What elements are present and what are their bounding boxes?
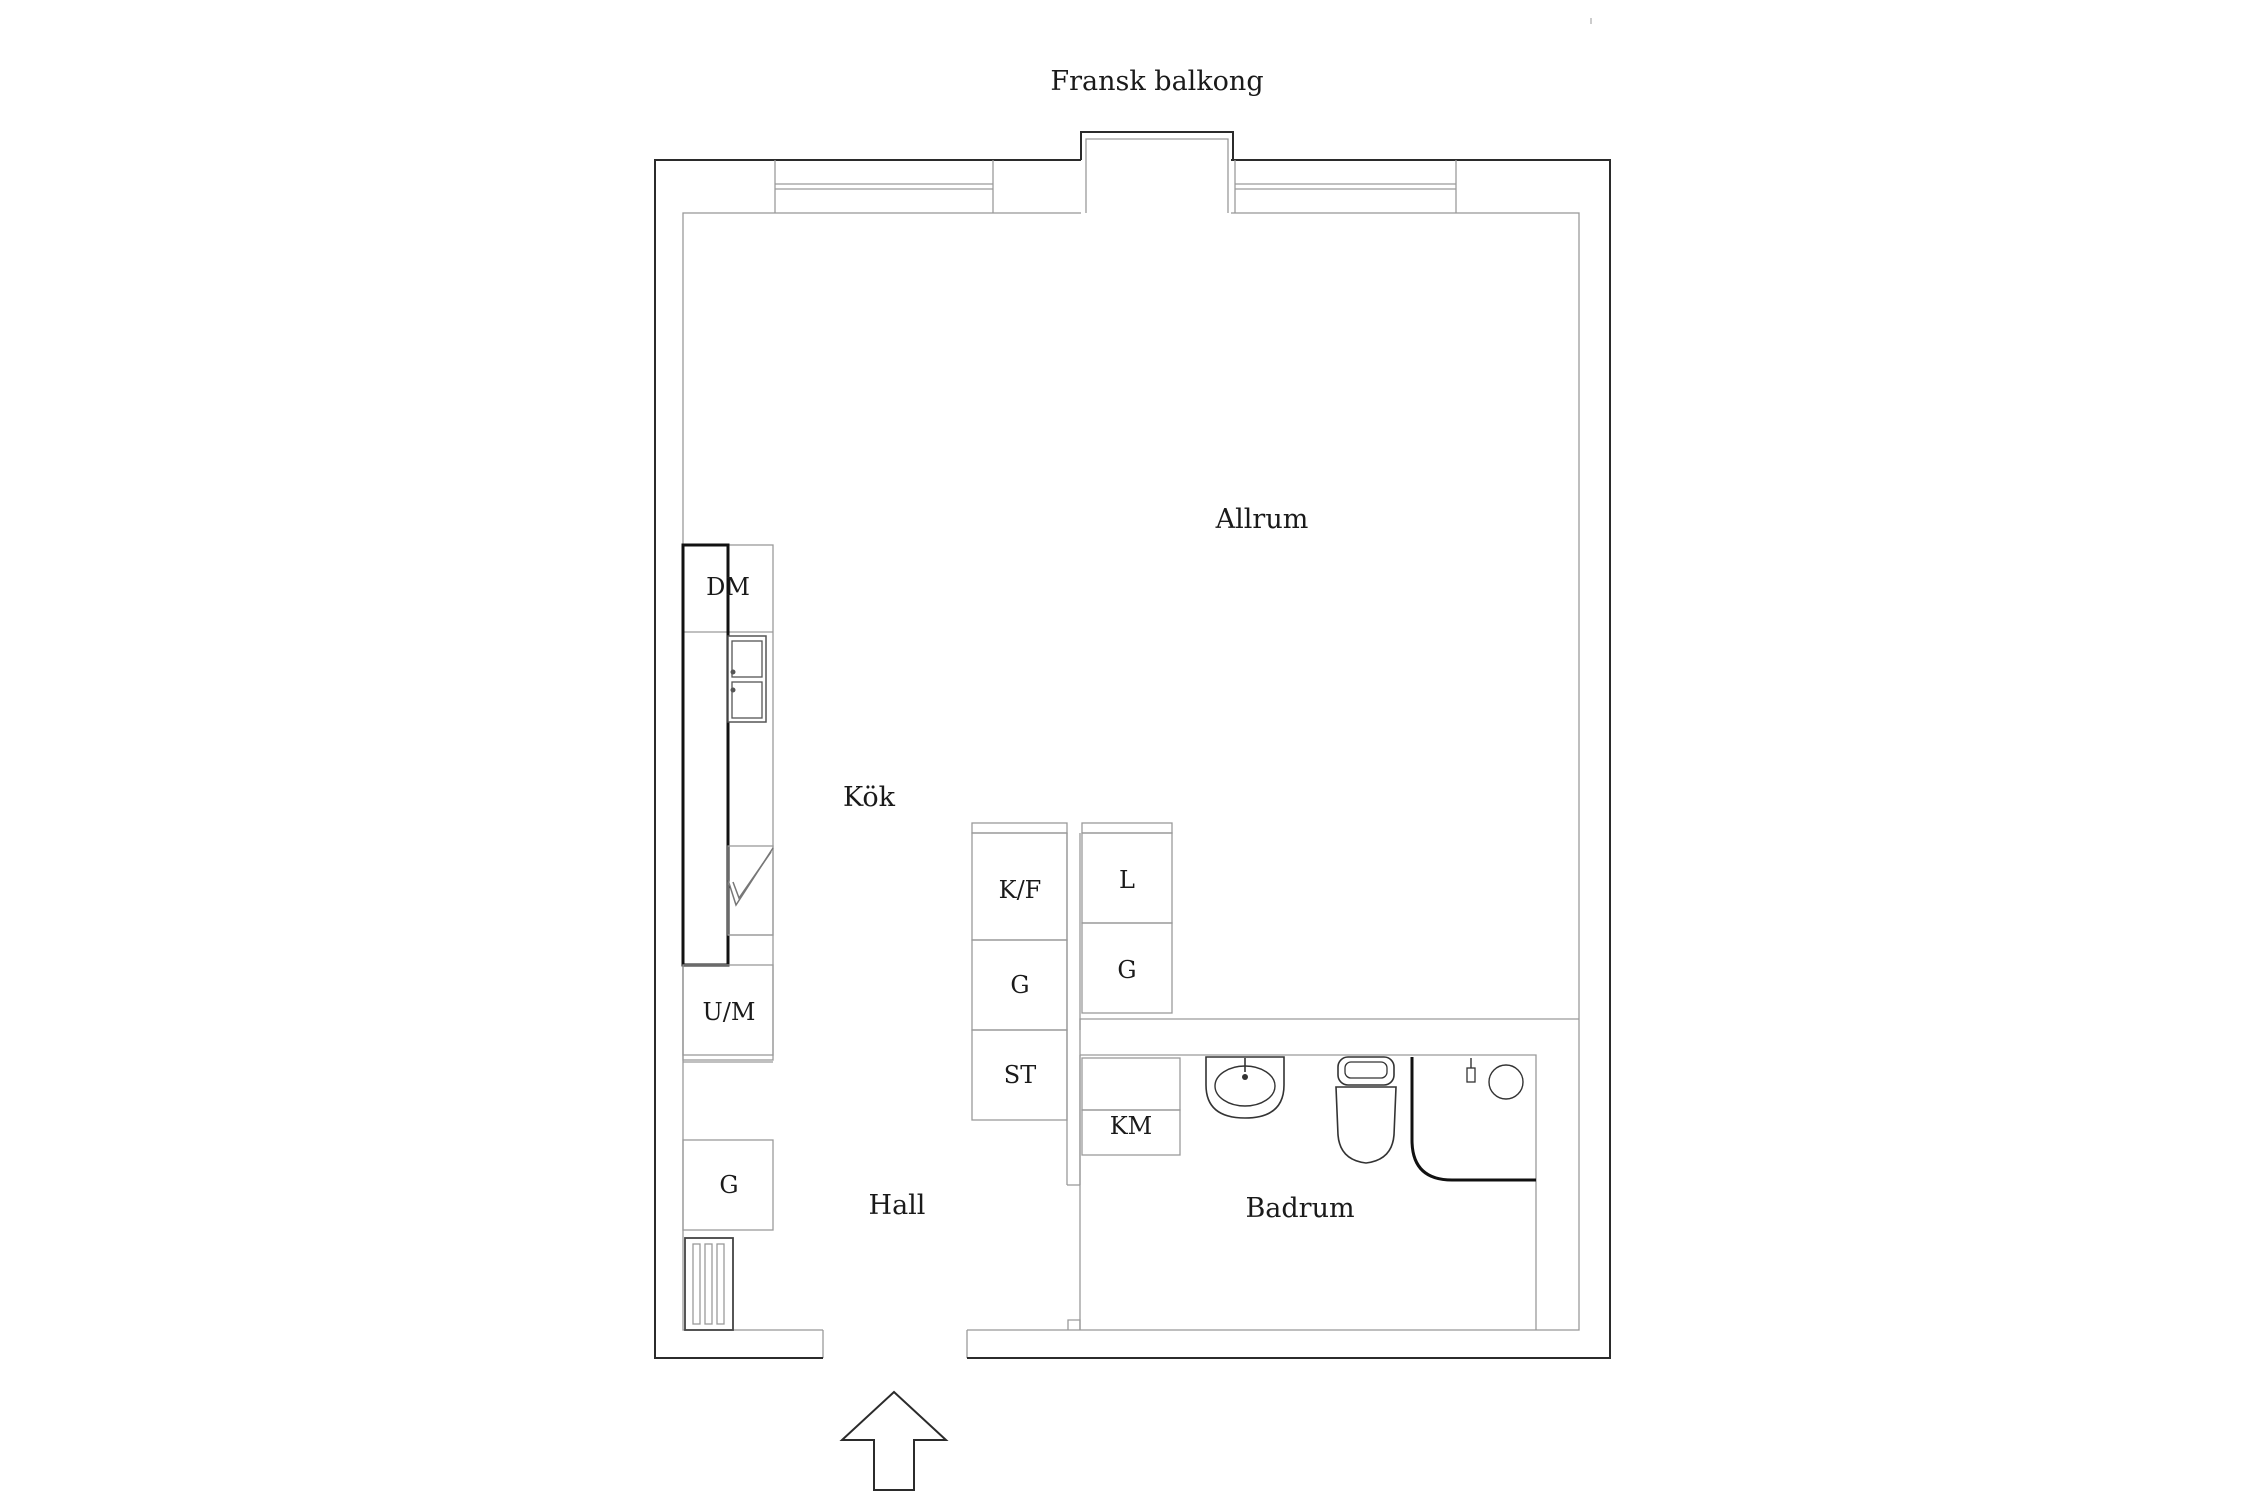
hall-wardrobe-label: G	[719, 1171, 738, 1199]
shower-icon	[1410, 1057, 1536, 1182]
window-left	[774, 160, 994, 213]
fridge-freezer-label: K/F	[999, 876, 1042, 904]
right-wardrobes	[1081, 822, 1173, 1014]
entrance-door	[655, 1325, 1610, 1361]
kitchen-counter	[681, 543, 774, 1061]
outer-walls	[654, 159, 1611, 1359]
storage-label: ST	[1004, 1061, 1036, 1089]
french-balcony	[1080, 131, 1234, 216]
linen-label: L	[1119, 866, 1135, 894]
toilet-icon	[1335, 1056, 1397, 1164]
dishwasher-label: DM	[706, 573, 750, 601]
wardrobe-mid-label: G	[1010, 971, 1029, 999]
wardrobe-right-label: G	[1117, 956, 1136, 984]
living-room-label: Allrum	[1215, 504, 1309, 535]
kitchen-sink-icon	[727, 635, 767, 723]
oven-cabinet	[682, 964, 774, 1063]
kitchen-label: Kök	[843, 782, 896, 813]
stove-icon	[727, 845, 774, 936]
bathroom-walls	[1067, 1018, 1579, 1330]
washing-machine	[1081, 1057, 1181, 1156]
hall-label: Hall	[869, 1190, 926, 1221]
entrance-arrow-icon	[839, 1390, 949, 1491]
window-right	[1234, 160, 1457, 213]
oven-label: U/M	[703, 998, 756, 1026]
radiator-icon	[684, 1237, 734, 1331]
balcony-label: Fransk balkong	[1050, 66, 1263, 97]
washing-machine-label: KM	[1110, 1112, 1153, 1140]
bathroom-label: Badrum	[1245, 1193, 1354, 1224]
washbasin-icon	[1205, 1056, 1285, 1119]
hall-wardrobe	[682, 1139, 774, 1231]
